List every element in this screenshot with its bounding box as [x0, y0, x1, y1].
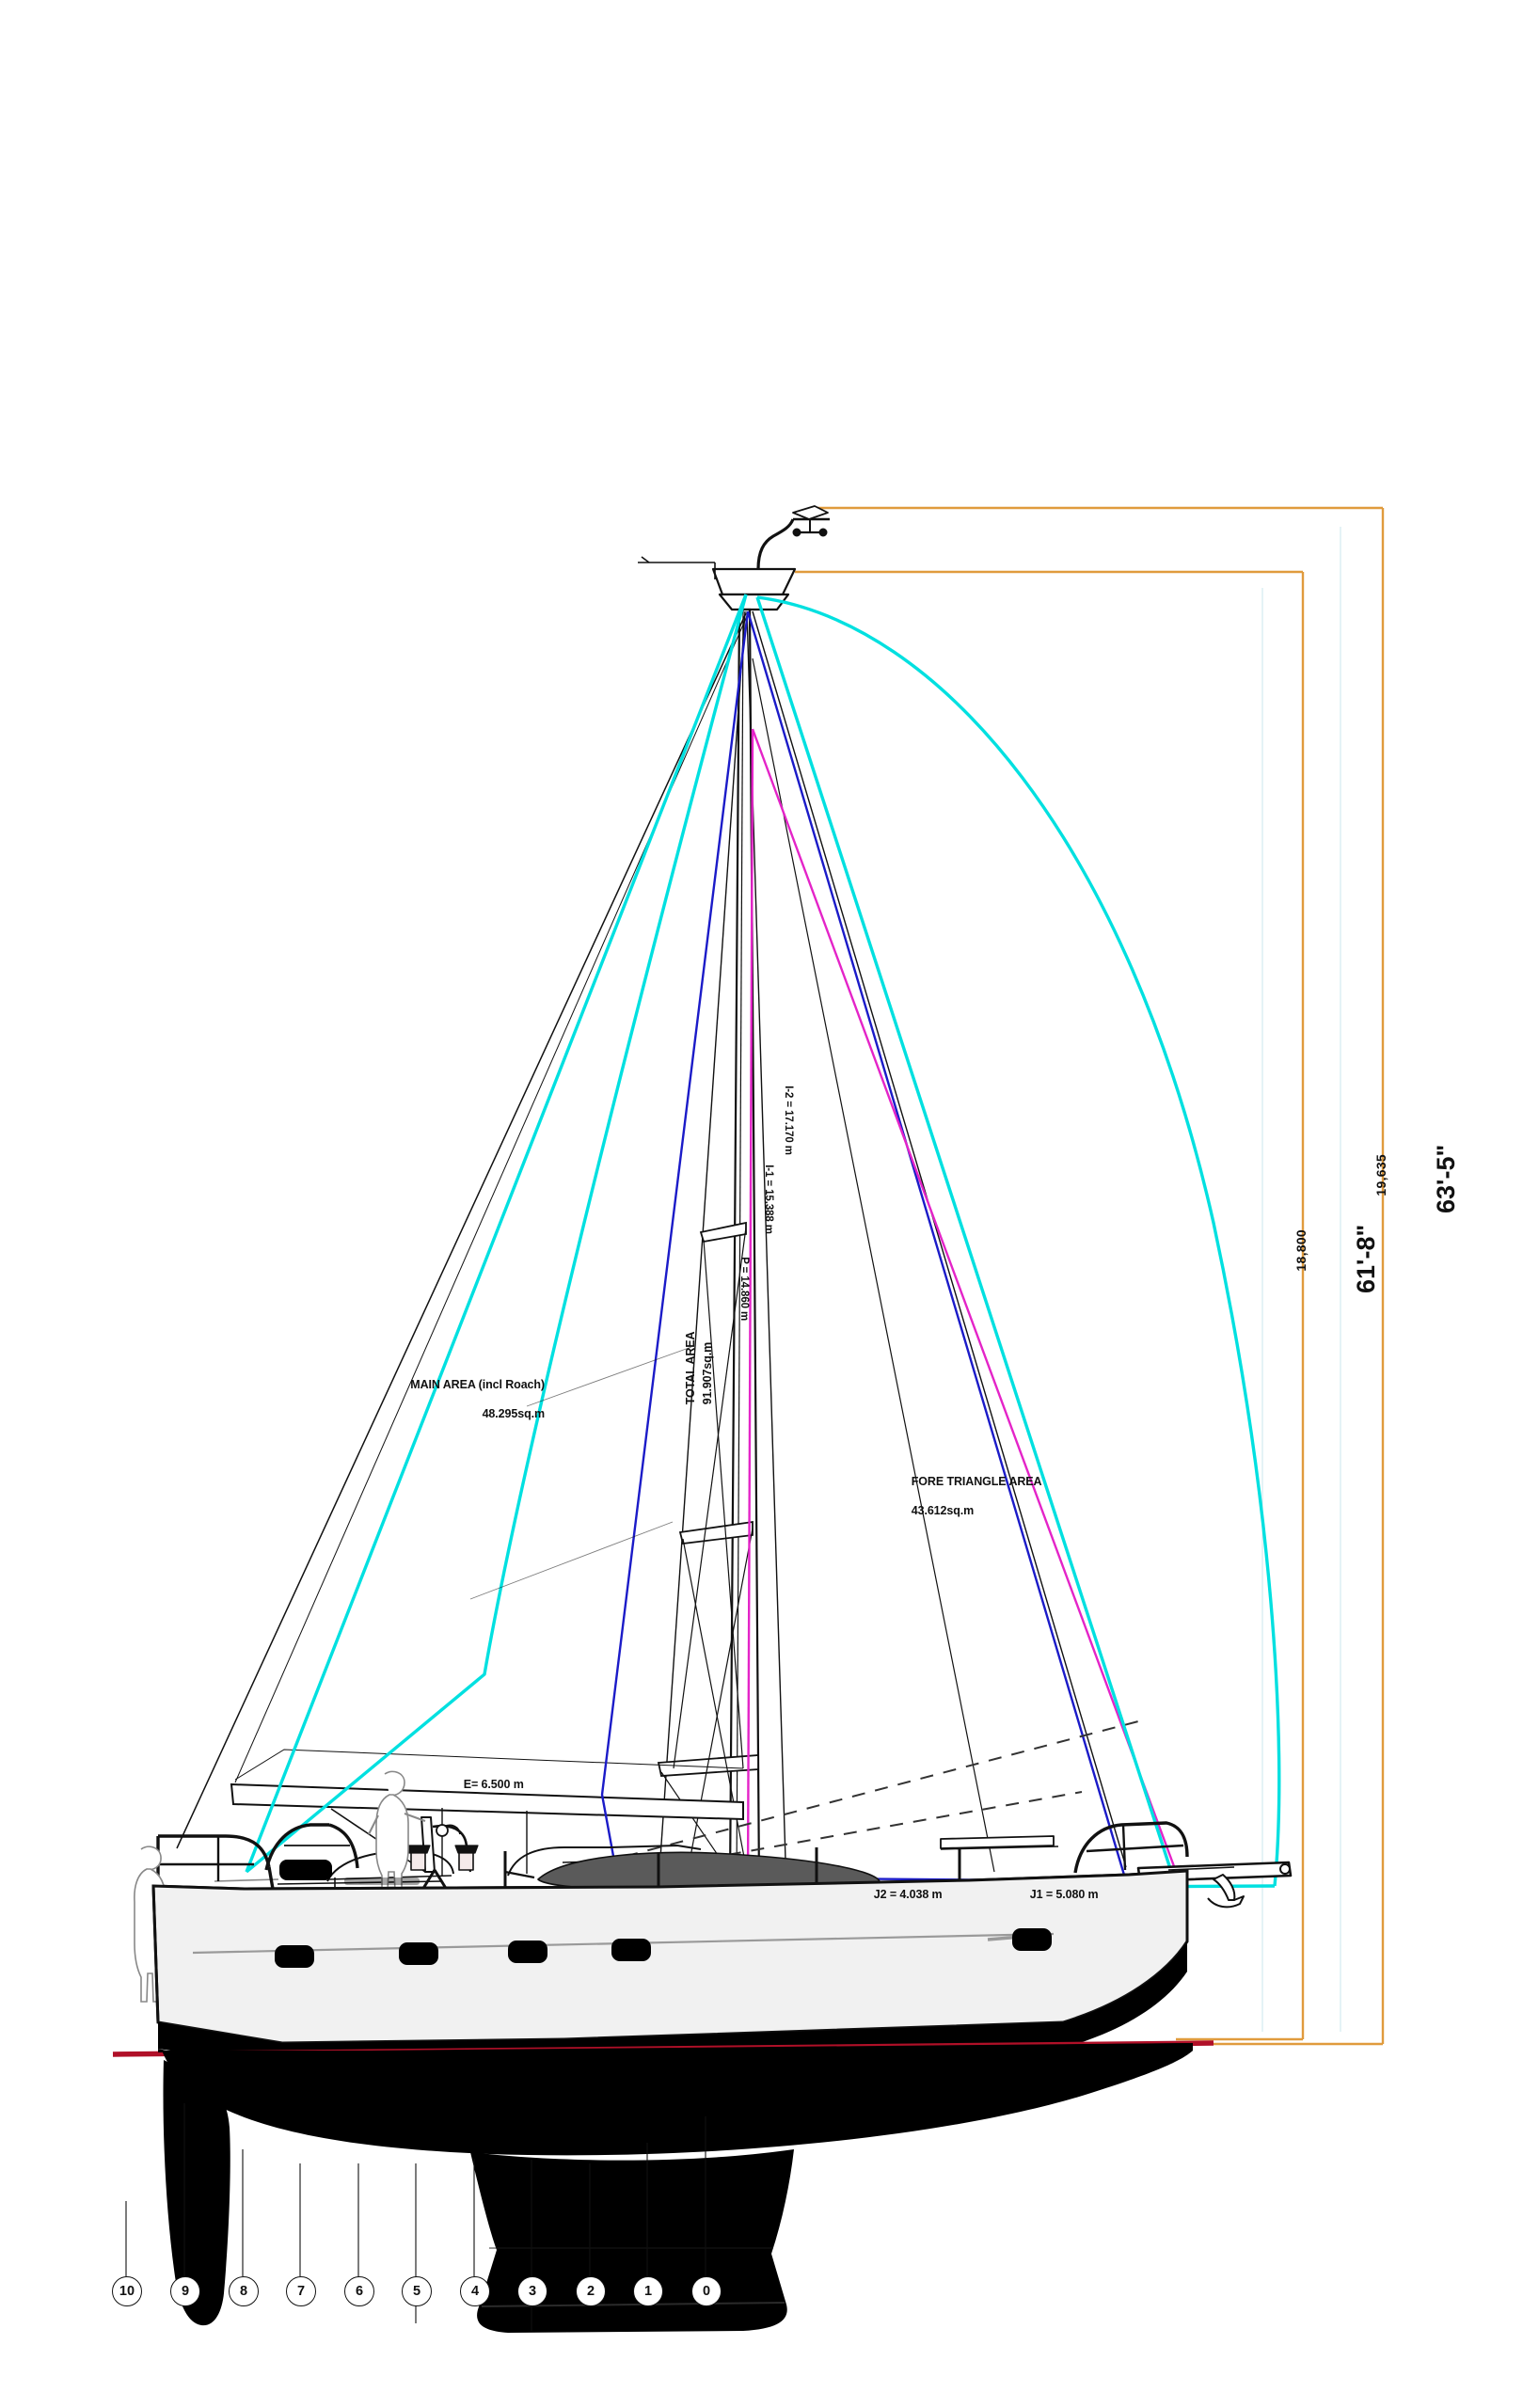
- station-marker-3: 3: [517, 2276, 547, 2306]
- station-marker-1: 1: [633, 2276, 663, 2306]
- station-marker-5: 5: [402, 2276, 432, 2306]
- station-marker-0: 0: [691, 2276, 722, 2306]
- dimension-lines: [795, 506, 1385, 2046]
- mainsail-battens: [469, 1346, 692, 1600]
- station-marker-2: 2: [576, 2276, 606, 2306]
- total-area-value: 91.907sq.m: [701, 1341, 715, 1405]
- station-leader-lines-upper: [357, 2160, 532, 2276]
- dim-j2-label: J2 = 4.038 m: [873, 1888, 943, 1902]
- sheet-lead-dashed: [601, 1720, 1139, 1868]
- station-marker-8: 8: [229, 2276, 259, 2306]
- mast: [728, 608, 761, 1888]
- mast-and-rigging: [176, 608, 1127, 1892]
- height-imperial-outer: 63'-5": [1431, 1144, 1460, 1213]
- boom: [230, 1782, 744, 1821]
- station-marker-6: 6: [344, 2276, 374, 2306]
- main-area-label: MAIN AREA (incl Roach) 48.295sq.m: [394, 1364, 545, 1421]
- fore-triangle-outline: [746, 728, 1182, 1890]
- dim-i2-label: I-2 = 17.170 m: [782, 1085, 794, 1155]
- anchor: [1213, 1874, 1236, 1901]
- backstay: [176, 612, 747, 1849]
- fore-triangle-title: FORE TRIANGLE AREA: [911, 1475, 1042, 1489]
- cap-shroud: [658, 610, 746, 1887]
- mainsail-outline: [245, 594, 748, 1874]
- dim-i1-label: I-1 = 15.388 m: [762, 1164, 774, 1234]
- dim-p-label: P = 14.860 m: [738, 1257, 750, 1322]
- crew-figures: [134, 1770, 426, 2003]
- fore-triangle-value: 43.612sq.m: [911, 1503, 975, 1517]
- spreader-upper: [699, 1221, 747, 1244]
- station-marker-7: 7: [286, 2276, 316, 2306]
- dim-e-label: E= 6.500 m: [463, 1778, 524, 1792]
- hull-portlights: [275, 1928, 1052, 1968]
- figure-helm: [368, 1770, 426, 1892]
- dimension-guides: [1261, 527, 1341, 2032]
- main-area-title: MAIN AREA (incl Roach): [410, 1378, 545, 1392]
- headsail-outline: [755, 595, 1281, 1891]
- spreader-middle: [678, 1520, 754, 1545]
- canoe-body: [162, 2051, 1193, 2156]
- rudder: [163, 2060, 230, 2326]
- cabin-windows: [279, 1860, 420, 1885]
- height-metric-inner: 18,800: [1293, 1228, 1309, 1272]
- cap-shroud-fwd: [746, 610, 787, 1892]
- hull: [112, 1860, 1214, 2333]
- main-area-value: 48.295sq.m: [482, 1406, 546, 1420]
- total-area-value-label: 91.907sq.m: [687, 1213, 716, 1411]
- dim-j1-label: J1 = 5.080 m: [1029, 1888, 1099, 1902]
- station-marker-10: 10: [112, 2276, 142, 2306]
- inner-forestay: [752, 657, 995, 1873]
- fore-triangle-label: FORE TRIANGLE AREA 43.612sq.m: [905, 1461, 1112, 1518]
- station-marker-4: 4: [460, 2276, 490, 2306]
- forestay: [752, 610, 1127, 1868]
- masthead-box: [711, 567, 797, 596]
- station-marker-9: 9: [170, 2276, 200, 2306]
- antifouling: [158, 1941, 1187, 2067]
- masthead-assembly: [638, 505, 830, 611]
- height-imperial-inner: 61'-8": [1351, 1224, 1380, 1293]
- bow-pulpit: [1073, 1821, 1189, 1874]
- height-metric-outer: 19,635: [1373, 1153, 1389, 1196]
